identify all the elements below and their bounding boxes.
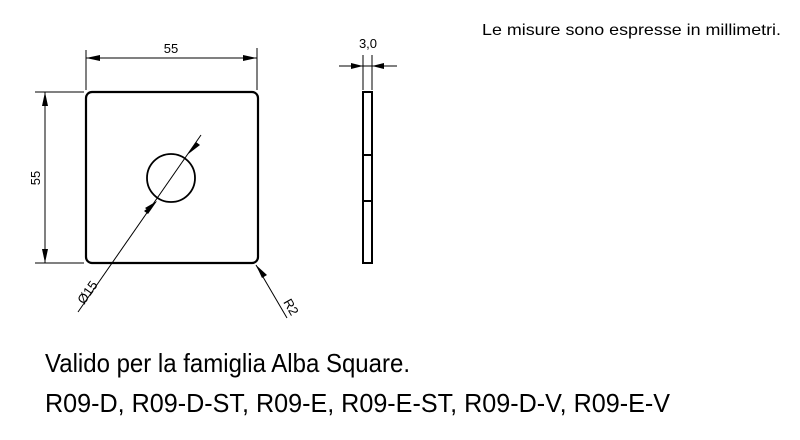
diameter-dimension: Ø15	[74, 134, 202, 313]
plate-front-view	[84, 90, 260, 265]
radius-dimension: R2	[255, 264, 302, 319]
plate-side-view	[362, 91, 373, 264]
hole-diameter-label: Ø15	[74, 278, 100, 307]
height-label: 55	[28, 171, 43, 185]
corner-radius-label: R2	[280, 296, 301, 318]
units-note: Le misure sono espresse in millimetri.	[482, 22, 781, 39]
width-dimension: 55	[85, 41, 258, 90]
thickness-label: 3,0	[359, 36, 377, 51]
thickness-dimension: 3,0	[339, 36, 397, 90]
center-hole	[146, 153, 196, 203]
height-dimension: 55	[28, 91, 84, 264]
caption-models: R09-D, R09-D-ST, R09-E, R09-E-ST, R09-D-…	[45, 388, 671, 418]
width-label: 55	[164, 41, 178, 56]
caption-family: Valido per la famiglia Alba Square.	[45, 348, 410, 378]
